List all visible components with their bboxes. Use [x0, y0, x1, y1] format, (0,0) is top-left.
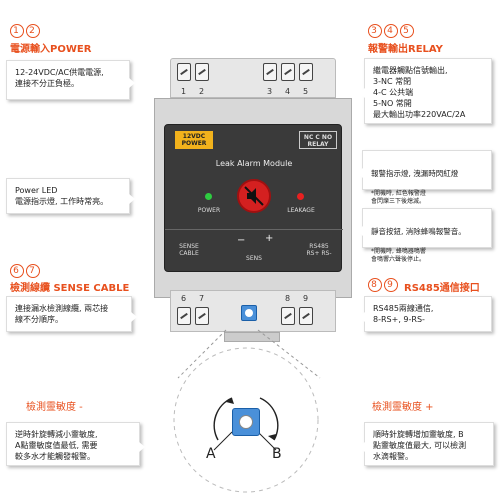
- module-name: Leak Alarm Module: [215, 159, 293, 168]
- mute-button-description: 靜音按鈕, 消除蜂鳴報警音。 *開機時, 蜂鳴器鳴響 會鳴響六聲後停止。: [357, 208, 492, 263]
- terminal-8-screw[interactable]: [281, 307, 295, 325]
- power-title: 電源輸入POWER: [10, 44, 92, 55]
- terminal-7-label: 7: [199, 294, 205, 303]
- rs485-label: RS485 RS+ RS-: [306, 243, 332, 257]
- terminal-6-screw[interactable]: [177, 307, 191, 325]
- terminal-9-label: 9: [303, 294, 309, 303]
- terminal-2-screw[interactable]: [195, 63, 209, 81]
- sens-plus-title: 檢測靈敏度 +: [372, 402, 434, 413]
- power-led-label: POWER: [197, 207, 221, 214]
- terminal-6-label: 6: [181, 294, 187, 303]
- sens-minus-title: 檢測靈敏度 -: [26, 402, 83, 413]
- sens-minus-description: 逆時針旋轉減小靈敏度, A點靈敏度值最低, 需要 較多水才能觸發報警。: [6, 422, 145, 466]
- alarm-led-description: 報警指示燈, 洩漏時閃紅燈 *開機時, 紅色報警燈 會閃爍三下後熄滅。: [357, 150, 492, 205]
- terminal-5-label: 5: [303, 87, 309, 96]
- speaker-mute-icon: [244, 186, 264, 206]
- power-description: 12-24VDC/AC供電電源, 連接不分正負極。: [6, 60, 135, 100]
- leak-alarm-module: 1 2 3 4 5 12VDC POWER NC C NO RELAY Leak…: [140, 54, 364, 344]
- bottom-terminal-block: 6 7 8 9: [170, 290, 336, 332]
- relay-title: 報警輸出RELAY: [368, 44, 443, 55]
- sens-plus-sign: +: [265, 233, 274, 244]
- knob-label-a: A: [206, 446, 216, 462]
- sens-minus-sign: −: [237, 235, 246, 246]
- sensitivity-pot-large[interactable]: [232, 408, 260, 436]
- rs485-title: RS485通信接口: [404, 283, 480, 294]
- sensitivity-pot-small[interactable]: [241, 305, 257, 321]
- leakage-led-label: LEAKAGE: [287, 207, 315, 214]
- alarm-led: [297, 193, 304, 200]
- power-led-description: Power LED 電源指示燈, 工作時常亮。: [6, 178, 135, 214]
- terminal-3-screw[interactable]: [263, 63, 277, 81]
- relay-description: 繼電器觸點信號輸出, 3-NC 常閉 4-C 公共端 5-NO 常開 最大輸出功…: [359, 58, 492, 124]
- terminal-4-label: 4: [285, 87, 291, 96]
- terminal-2-label: 2: [199, 87, 205, 96]
- terminal-3-label: 3: [267, 87, 273, 96]
- terminal-1-screw[interactable]: [177, 63, 191, 81]
- mute-button[interactable]: [237, 179, 271, 213]
- terminal-5-screw[interactable]: [299, 63, 313, 81]
- top-terminal-block: 1 2 3 4 5: [170, 58, 336, 98]
- sense-title: 檢測線纜 SENSE CABLE: [10, 283, 130, 294]
- panel-divider: [165, 229, 343, 230]
- terminal-7-screw[interactable]: [195, 307, 209, 325]
- module-front-panel: 12VDC POWER NC C NO RELAY Leak Alarm Mod…: [164, 124, 343, 272]
- terminal-8-label: 8: [285, 294, 291, 303]
- sens-label: SENS: [246, 255, 262, 262]
- module-bottom-foot: [224, 332, 280, 342]
- relay-tag: NC C NO RELAY: [299, 131, 337, 149]
- sense-cable-label: SENSE CABLE: [179, 243, 199, 257]
- sens-plus-description: 順時針旋轉增加靈敏度, B 點靈敏度值最大, 可以檢測 水滴報警。: [359, 422, 494, 466]
- terminal-1-label: 1: [181, 87, 187, 96]
- power-tag: 12VDC POWER: [175, 131, 213, 149]
- terminal-9-screw[interactable]: [299, 307, 313, 325]
- sense-description: 連接漏水檢測線纜, 兩芯接 線不分順序。: [6, 296, 137, 332]
- rs485-description: RS485兩線通信, 8-RS+, 9-RS-: [359, 296, 492, 332]
- terminal-4-screw[interactable]: [281, 63, 295, 81]
- power-led: [205, 193, 212, 200]
- knob-label-b: B: [272, 446, 282, 462]
